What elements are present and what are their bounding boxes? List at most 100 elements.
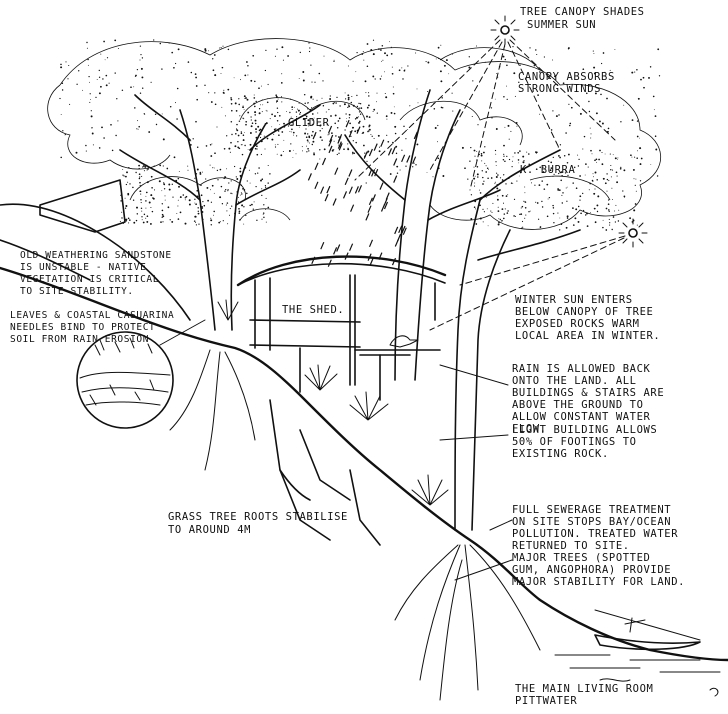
stipple-dot — [98, 147, 101, 149]
stipple-dot — [486, 167, 489, 170]
stipple-dot — [244, 144, 246, 147]
rock-faces — [269, 399, 381, 546]
stipple-dot — [606, 97, 608, 100]
stipple-dot — [345, 98, 347, 100]
stipple-dot — [213, 214, 215, 216]
stipple-dot — [310, 95, 313, 98]
stipple-dot — [582, 209, 585, 212]
stipple-dot — [238, 210, 241, 213]
stipple-dot — [610, 169, 612, 171]
stipple-dot — [167, 206, 170, 209]
rain-streak — [321, 157, 327, 166]
stipple-dot — [518, 81, 520, 83]
stipple-dot — [141, 76, 144, 79]
stipple-dot — [319, 124, 322, 127]
stipple-dot — [583, 135, 586, 138]
stipple-dot — [290, 98, 292, 100]
stipple-dot — [251, 122, 254, 124]
stipple-dot — [515, 122, 518, 124]
stipple-dot — [390, 111, 393, 114]
annotation-grasstree: GRASS TREE ROOTS STABILISE TO AROUND 4M — [168, 511, 347, 536]
stipple-dot — [254, 80, 256, 83]
tree-roots — [169, 349, 541, 701]
stipple-dot — [567, 48, 570, 50]
stipple-dot — [311, 123, 313, 126]
stipple-dot — [505, 195, 508, 197]
stipple-dot — [371, 135, 373, 137]
stipple-dot — [138, 173, 141, 176]
stipple-dot — [87, 64, 89, 66]
stipple-dot — [606, 173, 608, 175]
stipple-dot — [602, 219, 604, 221]
stipple-dot — [306, 139, 309, 142]
stipple-dot — [599, 149, 601, 152]
stipple-dot — [250, 116, 252, 118]
stipple-dot — [380, 49, 382, 51]
rain-streak — [387, 148, 393, 156]
stipple-dot — [552, 176, 554, 177]
stipple-dot — [211, 184, 214, 187]
stipple-dot — [223, 92, 225, 94]
stipple-dot — [196, 168, 199, 171]
stipple-dot — [416, 143, 419, 146]
rain-streak — [393, 158, 398, 166]
annotation-line: EXISTING ROCK. — [512, 448, 609, 460]
stipple-dot — [161, 209, 164, 212]
stipple-dot — [582, 192, 584, 195]
stipple-dot — [269, 173, 271, 175]
stipple-dot — [168, 183, 171, 186]
stipple-dot — [179, 196, 182, 199]
stipple-dot — [597, 195, 600, 198]
stipple-dot — [593, 53, 595, 55]
stipple-dot — [241, 153, 244, 156]
stipple-dot — [586, 92, 588, 95]
stipple-dot — [648, 76, 650, 79]
stipple-dot — [433, 103, 435, 105]
stipple-dot — [477, 176, 479, 178]
stipple-dot — [530, 182, 533, 184]
stipple-dot — [141, 219, 143, 221]
stipple-dot — [218, 47, 220, 49]
stipple-dot — [513, 215, 515, 217]
stipple-dot — [468, 56, 470, 58]
stipple-dot — [235, 133, 237, 135]
annotation-line: TO AROUND 4M — [168, 524, 251, 536]
stipple-dot — [333, 60, 335, 63]
rain-streak — [342, 191, 348, 199]
stipple-dot — [220, 185, 223, 188]
stipple-dot — [356, 116, 358, 119]
stipple-dot — [150, 206, 152, 209]
stipple-dot — [267, 182, 269, 184]
annotation-the-shed: THE SHED. — [282, 304, 344, 316]
rain-streak — [337, 136, 342, 144]
stipple-dot — [210, 155, 213, 157]
stipple-dot — [588, 85, 590, 87]
stipple-dot — [535, 49, 537, 51]
stipple-dot — [470, 194, 473, 196]
stipple-dot — [265, 221, 267, 223]
stipple-dot — [267, 98, 268, 99]
stipple-dot — [417, 102, 419, 104]
stipple-dot — [223, 177, 225, 180]
annotation-line: BUILDINGS & STAIRS ARE — [512, 387, 664, 399]
stipple-dot — [569, 124, 571, 127]
stipple-dot — [607, 203, 610, 206]
stipple-dot — [168, 188, 171, 191]
stipple-dot — [289, 111, 291, 114]
stipple-dot — [314, 81, 316, 83]
stipple-dot — [321, 97, 323, 99]
stipple-dot — [148, 131, 151, 133]
stipple-dot — [227, 189, 229, 191]
stipple-dot — [221, 66, 224, 69]
stipple-dot — [501, 194, 504, 197]
stipple-dot — [323, 55, 325, 57]
rain-streak — [401, 225, 406, 234]
stipple-dot — [235, 110, 238, 112]
stipple-dot — [606, 178, 609, 181]
stipple-dot — [127, 217, 130, 220]
rain-streak — [332, 198, 337, 206]
stipple-dot — [382, 59, 384, 61]
stipple-dot — [536, 53, 538, 56]
stipple-dot — [90, 98, 92, 100]
annotation-line: TO SITE STABILITY. — [20, 286, 134, 297]
